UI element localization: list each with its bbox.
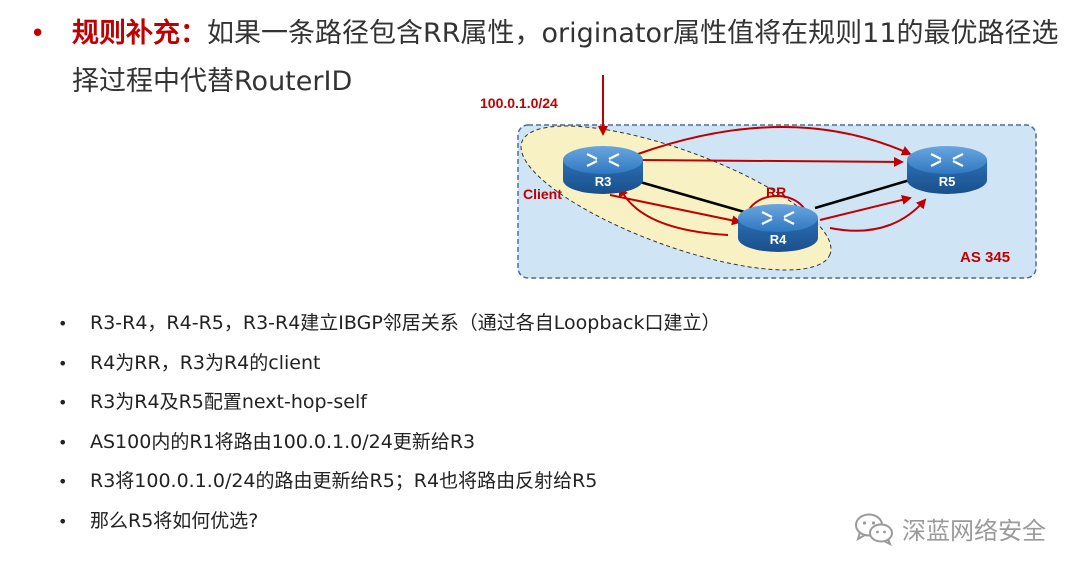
bullet-marker: • (58, 472, 68, 491)
router-r3: R3 (563, 146, 643, 194)
bullet-marker: • (58, 393, 68, 412)
bullet-marker: • (58, 314, 68, 333)
list-item-text: R3-R4，R4-R5，R3-R4建立IBGP邻居关系（通过各自Loopback… (90, 312, 721, 334)
router-r4: R4 (738, 204, 818, 252)
bullet-marker: • (58, 353, 68, 373)
rr-label: RR (766, 184, 786, 200)
headline-label: 规则补充： (72, 18, 207, 49)
update-arrow-r3-r5-curve (637, 126, 912, 156)
list-item: • 那么R5将如何优选? (56, 502, 721, 542)
prefix-label: 100.0.1.0/24 (480, 95, 558, 111)
router-r3-label: R3 (595, 174, 612, 189)
router-r5: R5 (907, 146, 987, 194)
list-item: • R3-R4，R4-R5，R3-R4建立IBGP邻居关系（通过各自Loopbac… (56, 304, 721, 344)
list-item: • R3为R4及R5配置next-hop-self (56, 383, 721, 423)
link-r4-r5 (814, 178, 911, 210)
bullet-list: • R3-R4，R4-R5，R3-R4建立IBGP邻居关系（通过各自Loopbac… (56, 304, 721, 541)
router-r4-icon (761, 211, 795, 225)
router-r5-icon (930, 153, 964, 167)
headline-text: 规则补充：如果一条路径包含RR属性，originator属性值将在规则11的最优… (72, 10, 1070, 106)
watermark-text: 深蓝网络安全 (902, 517, 1046, 545)
network-diagram: R3 R4 R5 100.0.1.0/24 Client RR AS 345 (480, 75, 1037, 279)
reflect-arrow-r4-r5 (819, 195, 912, 221)
client-label: Client (523, 186, 562, 202)
list-item-text: 那么R5将如何优选? (90, 509, 259, 532)
headline: • 规则补充：如果一条路径包含RR属性，originator属性值将在规则11的… (30, 10, 1070, 106)
reflect-arrow-r4-r5-curve (829, 198, 927, 232)
router-r3-icon (586, 153, 620, 167)
router-r4-label: R4 (770, 232, 787, 247)
update-arrow-r3-r4 (609, 194, 742, 226)
wechat-icon (855, 513, 893, 546)
list-item: • R4为RR，R3为R4的client (56, 344, 721, 384)
reflect-arrow-r4-r3 (618, 186, 729, 236)
list-item-text: R4为RR，R3为R4的client (90, 351, 321, 374)
update-arrow-r3-r5 (639, 156, 904, 167)
list-item: • R3将100.0.1.0/24的路由更新给R5；R4也将路由反射给R5 (56, 462, 721, 502)
list-item-text: AS100内的R1将路由100.0.1.0/24更新给R3 (90, 430, 476, 453)
bullet-marker: • (58, 511, 68, 531)
router-r5-label: R5 (939, 174, 956, 189)
headline-bullet: • (30, 19, 46, 49)
list-item: • AS100内的R1将路由100.0.1.0/24更新给R3 (56, 423, 721, 463)
list-item-text: R3将100.0.1.0/24的路由更新给R5；R4也将路由反射给R5 (90, 470, 598, 492)
as-label: AS 345 (960, 249, 1010, 266)
bullet-marker: • (58, 432, 68, 452)
watermark: 深蓝网络安全 (854, 511, 1046, 546)
link-r3-r4 (639, 180, 756, 217)
headline-body: 如果一条路径包含RR属性，originator属性值将在规则11的最优路径选择过… (72, 18, 1059, 97)
list-item-text: R3为R4及R5配置next-hop-self (90, 391, 367, 413)
